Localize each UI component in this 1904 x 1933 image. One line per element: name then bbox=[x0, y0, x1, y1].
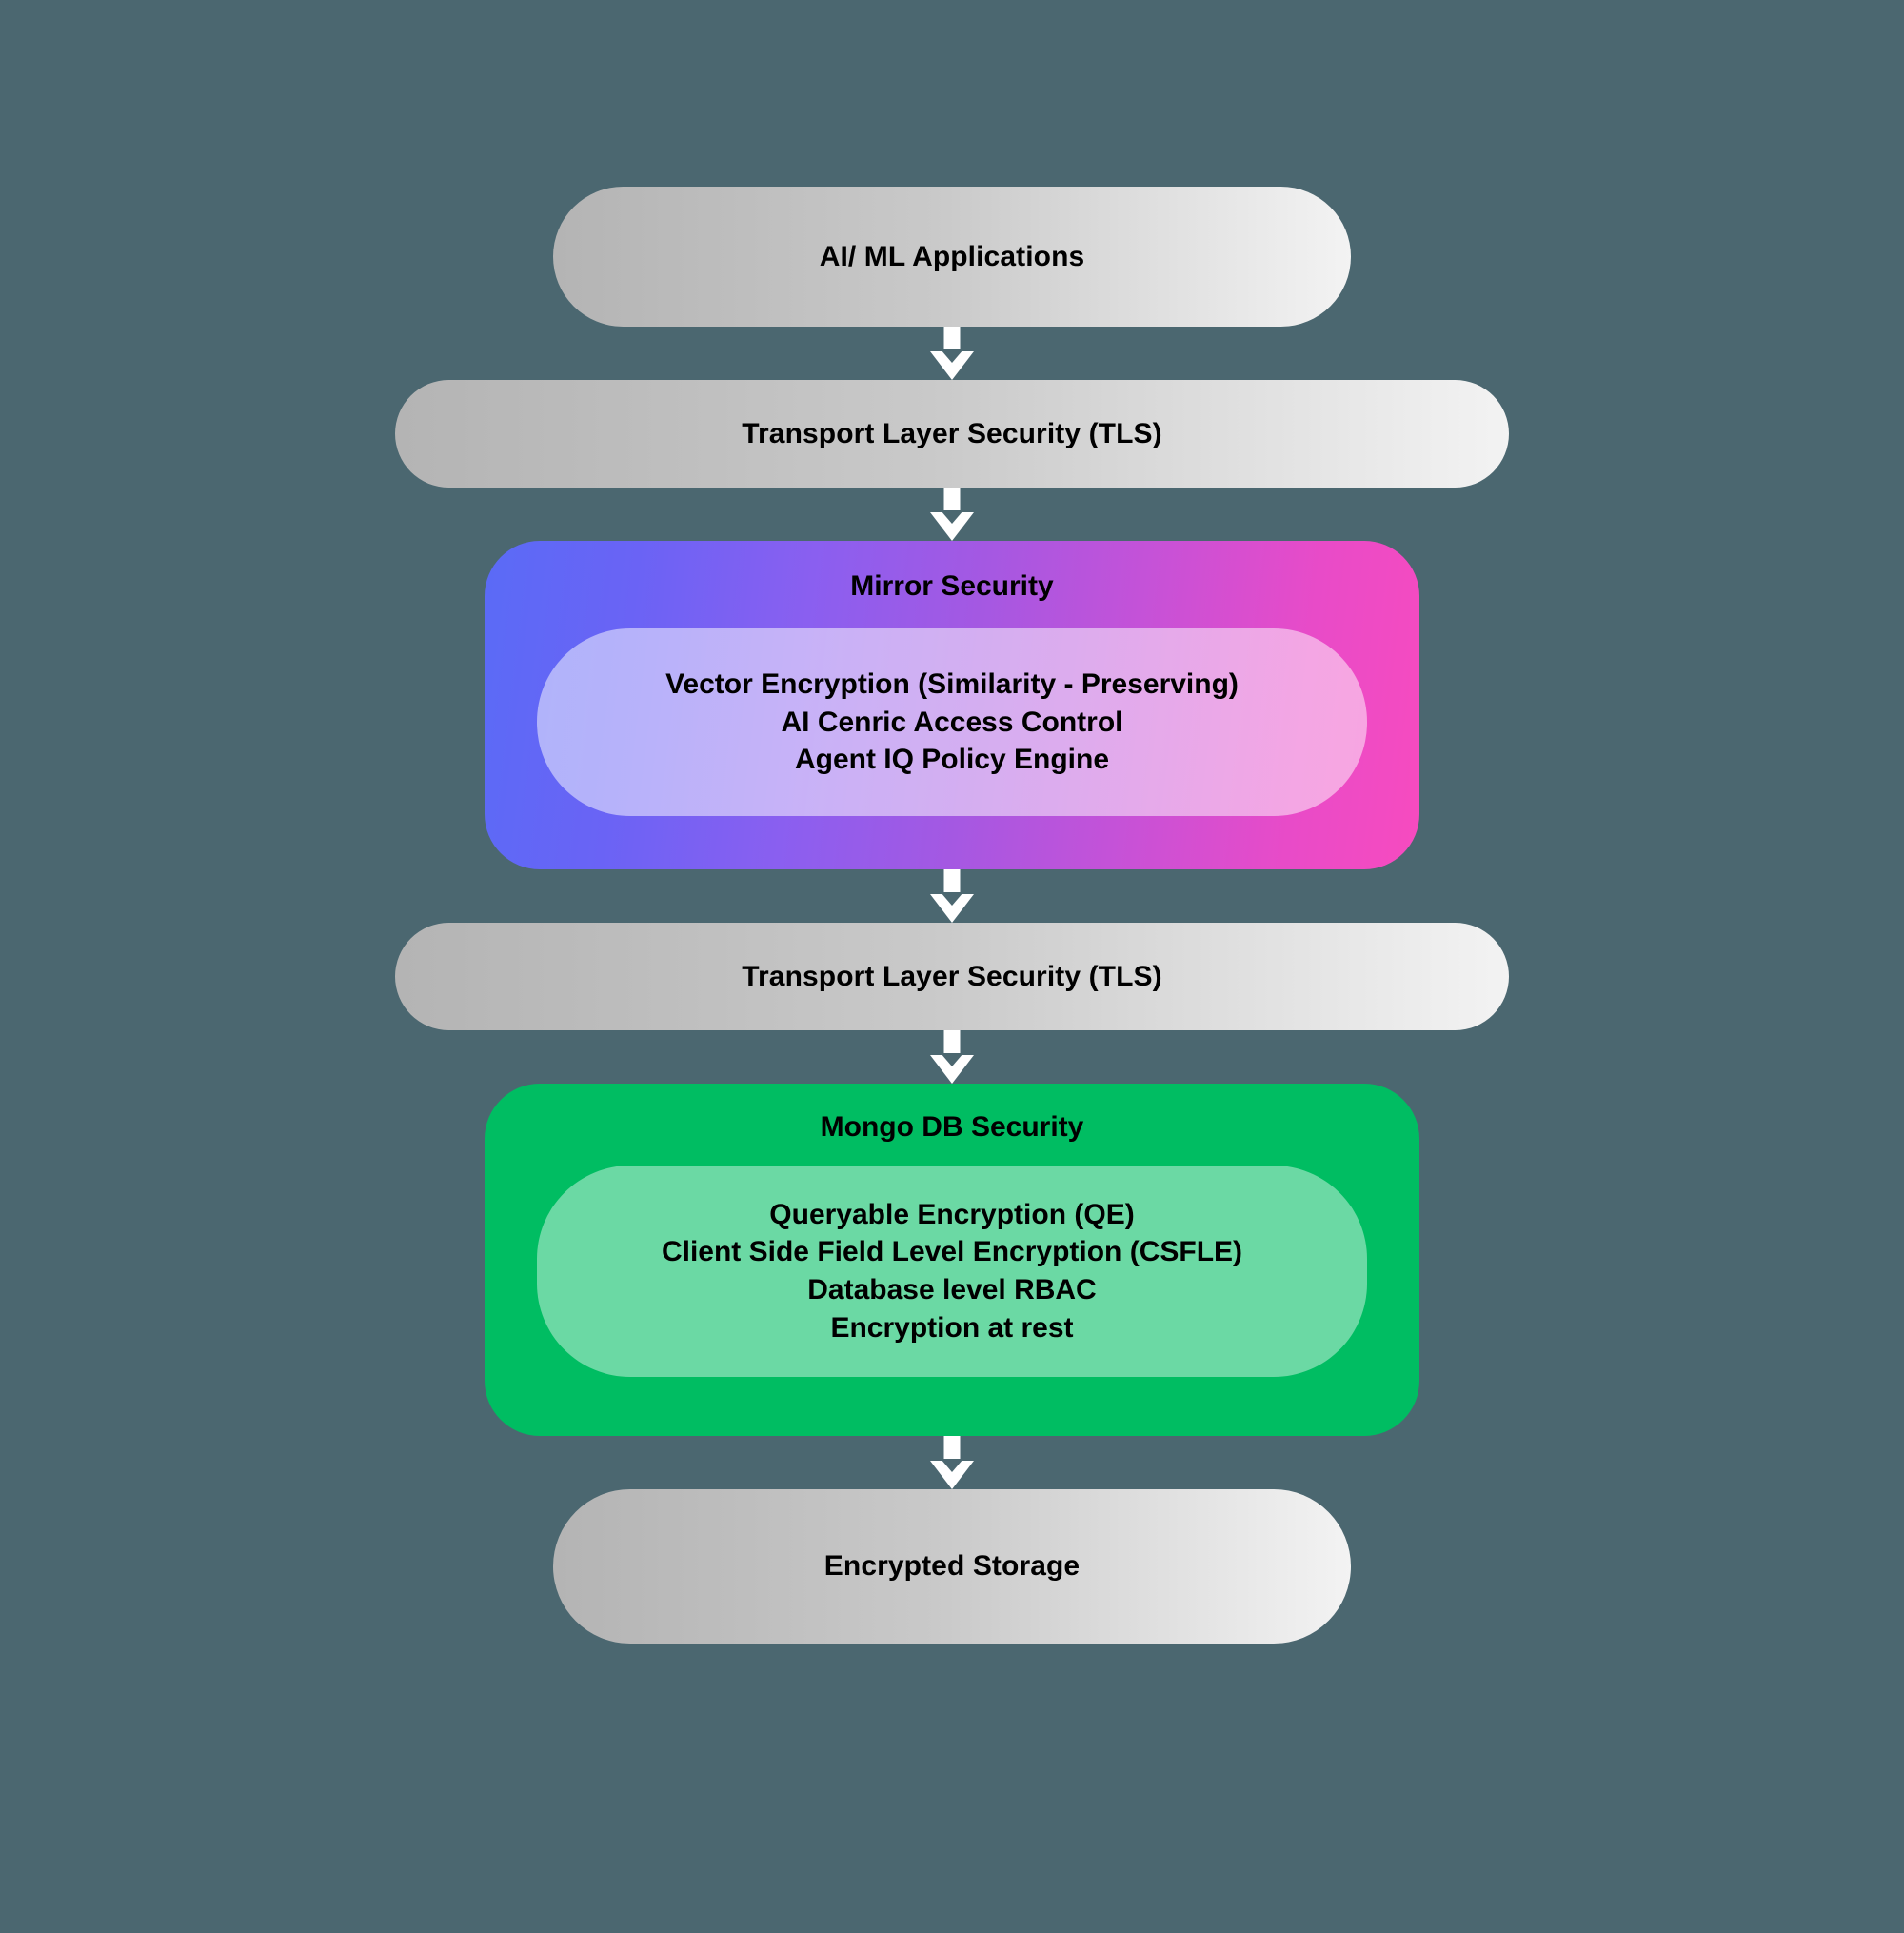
arrow-down-icon bbox=[930, 327, 974, 380]
flow-stack: AI/ ML Applications Transport Layer Secu… bbox=[395, 187, 1509, 1644]
node-mirror-security-label: Mirror Security bbox=[850, 570, 1054, 602]
node-encrypted-storage[interactable]: Encrypted Storage bbox=[553, 1489, 1351, 1644]
arrow-down-icon bbox=[930, 869, 974, 923]
node-tls-top-label: Transport Layer Security (TLS) bbox=[742, 417, 1162, 449]
node-mongo-db-security[interactable]: Mongo DB Security Queryable Encryption (… bbox=[485, 1084, 1419, 1436]
list-item: Queryable Encryption (QE) bbox=[769, 1198, 1135, 1230]
list-item: Agent IQ Policy Engine bbox=[794, 744, 1110, 776]
arrow-notch bbox=[941, 892, 963, 906]
node-tls-top[interactable]: Transport Layer Security (TLS) bbox=[395, 380, 1509, 488]
list-item: Client Side Field Level Encryption (CSFL… bbox=[661, 1236, 1243, 1268]
arrow-notch bbox=[941, 1459, 963, 1472]
list-item: Encryption at rest bbox=[830, 1311, 1074, 1344]
arrow-notch bbox=[941, 349, 963, 363]
list-item: Database level RBAC bbox=[807, 1274, 1097, 1305]
arrow-notch bbox=[941, 510, 963, 524]
node-encrypted-storage-label: Encrypted Storage bbox=[823, 1550, 1081, 1583]
node-mirror-security[interactable]: Mirror Security Vector Encryption (Simil… bbox=[485, 541, 1419, 869]
arrow-down-icon bbox=[930, 1436, 974, 1489]
arrow-down-icon bbox=[930, 488, 974, 541]
list-item: AI Cenric Access Control bbox=[781, 706, 1123, 738]
arrow-notch bbox=[941, 1053, 963, 1066]
node-mongo-db-security-label: Mongo DB Security bbox=[820, 1111, 1084, 1143]
mirror-security-feature-list: Vector Encryption (Similarity - Preservi… bbox=[537, 628, 1367, 816]
arrow-down-icon bbox=[930, 1030, 974, 1084]
list-item: Vector Encryption (Similarity - Preservi… bbox=[665, 668, 1239, 701]
node-tls-bottom[interactable]: Transport Layer Security (TLS) bbox=[395, 923, 1509, 1030]
node-ai-ml-applications[interactable]: AI/ ML Applications bbox=[553, 187, 1351, 327]
mongo-db-security-feature-list: Queryable Encryption (QE) Client Side Fi… bbox=[537, 1166, 1367, 1377]
node-ai-ml-applications-label: AI/ ML Applications bbox=[819, 240, 1085, 272]
node-tls-bottom-label: Transport Layer Security (TLS) bbox=[742, 960, 1162, 992]
